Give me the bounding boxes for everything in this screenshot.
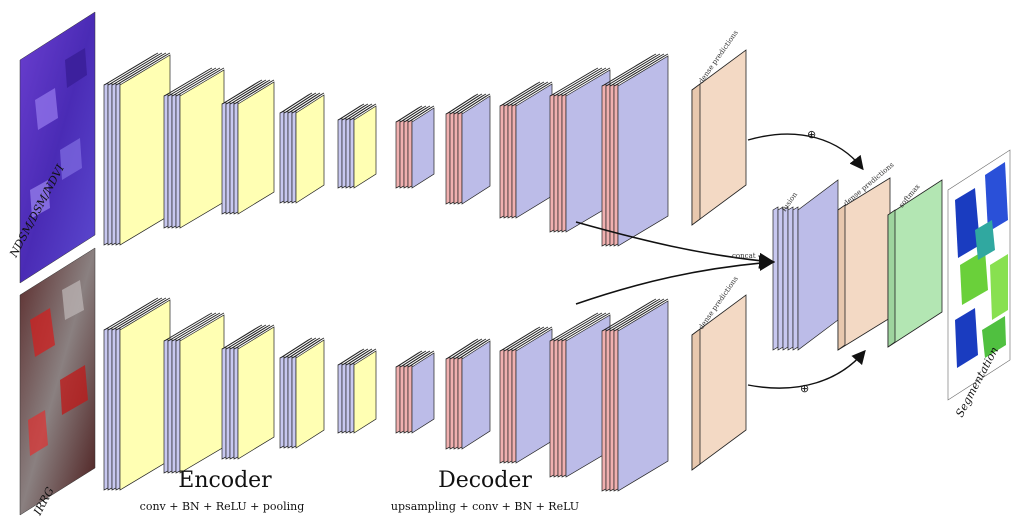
top-encoder-block-5	[337, 103, 377, 189]
fusion-dense-prediction-layer	[837, 177, 891, 351]
network-blocks	[103, 52, 669, 492]
concat-label: concat	[732, 252, 756, 260]
bottom-encoder-block-5	[337, 348, 377, 434]
bottom-encoder-block-2	[163, 312, 225, 474]
decoder-title: Decoder	[438, 468, 532, 493]
bottom-to-fusion-arrow	[747, 349, 866, 389]
top-decoder-block-5	[601, 53, 669, 247]
bottom-decoder-block-2	[445, 338, 491, 450]
top-decoder-block-2	[445, 93, 491, 205]
encoder-title: Encoder	[178, 468, 272, 493]
top-to-fusion-arrow	[747, 133, 864, 171]
top-decoder-block-3	[499, 81, 553, 219]
top-dense-prediction-layer	[691, 49, 747, 226]
decoder-ops: upsampling + conv + BN + ReLU	[391, 500, 579, 513]
top-decoder-block-1	[395, 105, 435, 189]
bottom-decoder-block-5	[601, 298, 669, 492]
bottom-decoder-concat-arrow	[575, 255, 776, 305]
fusion-layer-stack	[772, 179, 839, 351]
top-decoder-concat-arrow	[575, 221, 776, 269]
bottom-sum-operator: ⊕	[800, 382, 809, 395]
encoder-ops: conv + BN + ReLU + pooling	[140, 500, 305, 513]
bottom-encoder-block-3	[221, 324, 275, 460]
bottom-decoder-block-1	[395, 350, 435, 434]
segmentation-output-image	[947, 149, 1011, 401]
bottom-input-image	[19, 247, 96, 516]
bottom-decoder-block-4	[549, 312, 611, 478]
bottom-encoder-block-4	[279, 337, 325, 449]
bottom-encoder-block-1	[103, 297, 171, 491]
top-encoder-block-3	[221, 79, 275, 215]
top-encoder-block-2	[163, 67, 225, 229]
bottom-dense-prediction-layer	[691, 294, 747, 471]
fusion-face	[797, 179, 839, 351]
top-encoder-block-1	[103, 52, 171, 246]
top-sum-operator: ⊕	[807, 128, 816, 141]
softmax-layer	[887, 179, 943, 348]
bottom-decoder-block-3	[499, 326, 553, 464]
top-input-image	[19, 11, 96, 284]
top-encoder-block-4	[279, 92, 325, 204]
top-decoder-block-4	[549, 67, 611, 233]
